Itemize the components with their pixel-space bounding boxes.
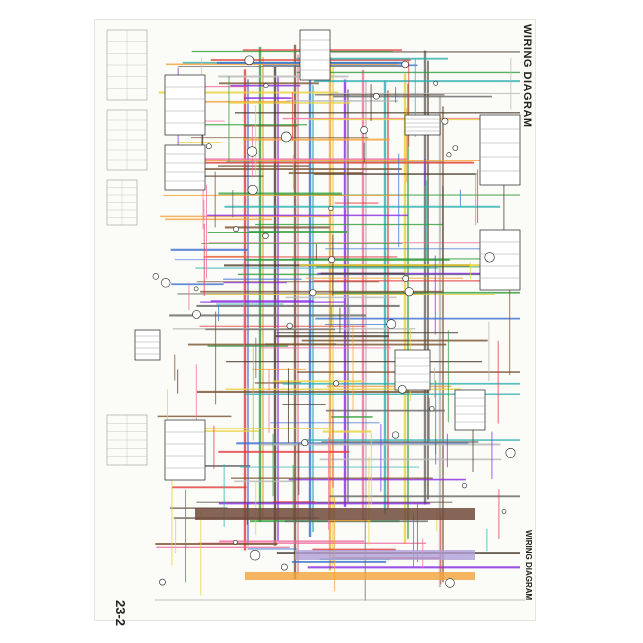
connector-block xyxy=(454,389,486,431)
component-symbol xyxy=(386,319,397,330)
component-symbol xyxy=(402,275,409,282)
component-symbol xyxy=(193,286,199,292)
component-symbol xyxy=(452,145,459,151)
component-symbol xyxy=(505,447,516,458)
component-symbol xyxy=(280,131,292,143)
component-symbol xyxy=(461,483,468,489)
connector-block xyxy=(164,144,206,191)
component-symbol xyxy=(263,83,269,89)
component-symbol xyxy=(246,146,258,157)
page-number: 23-2 xyxy=(113,600,128,627)
footer-title: WIRING DIAGRAM xyxy=(524,530,533,601)
component-symbol xyxy=(501,509,507,514)
component-symbol xyxy=(247,184,258,195)
component-symbol xyxy=(391,431,400,439)
component-symbol xyxy=(244,55,255,66)
component-symbol xyxy=(333,380,340,387)
connector-block xyxy=(164,419,206,481)
component-symbol xyxy=(404,287,414,297)
component-symbol xyxy=(205,143,212,150)
component-symbol xyxy=(249,550,261,561)
component-symbol xyxy=(441,117,449,125)
connector-block xyxy=(299,29,331,81)
connector-block xyxy=(394,349,431,391)
harness-bundle xyxy=(295,550,475,560)
connector-block xyxy=(479,114,521,186)
component-symbol xyxy=(262,232,269,239)
component-symbol xyxy=(159,578,166,586)
component-symbol xyxy=(328,206,334,212)
component-symbol xyxy=(280,563,288,571)
harness-bundle xyxy=(245,572,475,580)
component-symbol xyxy=(484,252,495,263)
component-symbol xyxy=(397,385,407,394)
wiring-diagram xyxy=(106,29,525,601)
ground-bundle xyxy=(195,508,475,520)
component-symbol xyxy=(373,92,380,100)
component-symbol xyxy=(446,152,452,158)
component-symbol xyxy=(360,126,368,134)
connector-block xyxy=(404,114,441,136)
component-symbol xyxy=(161,278,171,288)
wiring-diagram-page xyxy=(95,20,535,620)
component-symbol xyxy=(233,539,238,545)
connector-block xyxy=(164,74,206,136)
component-symbol xyxy=(445,578,455,588)
component-symbol xyxy=(328,256,336,264)
component-symbol xyxy=(429,406,435,412)
component-symbol xyxy=(192,310,201,319)
connector-block xyxy=(134,329,161,361)
component-symbol xyxy=(286,322,293,329)
component-symbol xyxy=(301,439,309,447)
page-title: WIRING DIAGRAM xyxy=(521,24,533,128)
component-symbol xyxy=(401,60,409,69)
component-symbol xyxy=(433,80,439,86)
component-symbol xyxy=(152,273,160,280)
component-symbol xyxy=(233,226,239,233)
component-symbol xyxy=(309,289,317,297)
